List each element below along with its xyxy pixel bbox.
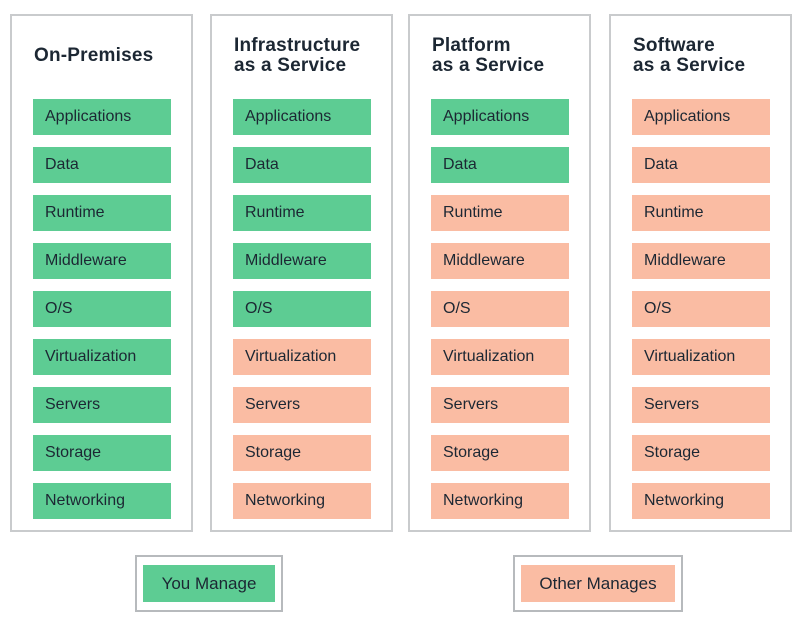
layer-data: Data — [632, 147, 770, 183]
layer-os: O/S — [233, 291, 371, 327]
layer-applications: Applications — [431, 99, 569, 135]
title-line: as a Service — [234, 55, 347, 76]
legend-other-manages: Other Manages — [513, 555, 683, 612]
column-title-saas: Software as a Service — [633, 36, 770, 76]
legend-you-manage: You Manage — [135, 555, 283, 612]
column-title-on-premises: On-Premises — [34, 36, 171, 76]
title-line: as a Service — [633, 55, 746, 76]
title-line: Software — [633, 35, 715, 56]
layer-virtualization: Virtualization — [632, 339, 770, 375]
layer-servers: Servers — [431, 387, 569, 423]
layer-applications: Applications — [632, 99, 770, 135]
layer-storage: Storage — [431, 435, 569, 471]
layer-stack: Applications Data Runtime Middleware O/S… — [233, 99, 371, 519]
layer-runtime: Runtime — [233, 195, 371, 231]
layer-data: Data — [431, 147, 569, 183]
layer-os: O/S — [33, 291, 171, 327]
column-iaas: Infrastructure as a Service Applications… — [210, 14, 393, 532]
layer-networking: Networking — [431, 483, 569, 519]
layer-storage: Storage — [632, 435, 770, 471]
layer-servers: Servers — [33, 387, 171, 423]
layer-applications: Applications — [33, 99, 171, 135]
layer-runtime: Runtime — [431, 195, 569, 231]
layer-middleware: Middleware — [431, 243, 569, 279]
layer-runtime: Runtime — [33, 195, 171, 231]
layer-servers: Servers — [233, 387, 371, 423]
layer-stack: Applications Data Runtime Middleware O/S… — [632, 99, 770, 519]
layer-virtualization: Virtualization — [431, 339, 569, 375]
layer-servers: Servers — [632, 387, 770, 423]
layer-networking: Networking — [33, 483, 171, 519]
column-paas: Platform as a Service Applications Data … — [408, 14, 591, 532]
layer-middleware: Middleware — [233, 243, 371, 279]
layer-virtualization: Virtualization — [233, 339, 371, 375]
layer-os: O/S — [632, 291, 770, 327]
layer-stack: Applications Data Runtime Middleware O/S… — [33, 99, 171, 519]
layer-networking: Networking — [632, 483, 770, 519]
column-title-paas: Platform as a Service — [432, 36, 569, 76]
title-line: as a Service — [432, 55, 545, 76]
layer-data: Data — [33, 147, 171, 183]
layer-data: Data — [233, 147, 371, 183]
title-line: On-Premises — [34, 45, 154, 66]
layer-virtualization: Virtualization — [33, 339, 171, 375]
title-line: Infrastructure — [234, 35, 361, 56]
layer-storage: Storage — [33, 435, 171, 471]
layer-middleware: Middleware — [33, 243, 171, 279]
layer-applications: Applications — [233, 99, 371, 135]
legend-you-manage-chip: You Manage — [143, 565, 275, 602]
title-line: Platform — [432, 35, 511, 56]
column-saas: Software as a Service Applications Data … — [609, 14, 792, 532]
layer-middleware: Middleware — [632, 243, 770, 279]
layer-networking: Networking — [233, 483, 371, 519]
layer-storage: Storage — [233, 435, 371, 471]
column-on-premises: On-Premises Applications Data Runtime Mi… — [10, 14, 193, 532]
layer-os: O/S — [431, 291, 569, 327]
layer-runtime: Runtime — [632, 195, 770, 231]
layer-stack: Applications Data Runtime Middleware O/S… — [431, 99, 569, 519]
legend-other-manages-chip: Other Manages — [521, 565, 675, 602]
column-title-iaas: Infrastructure as a Service — [234, 36, 371, 76]
